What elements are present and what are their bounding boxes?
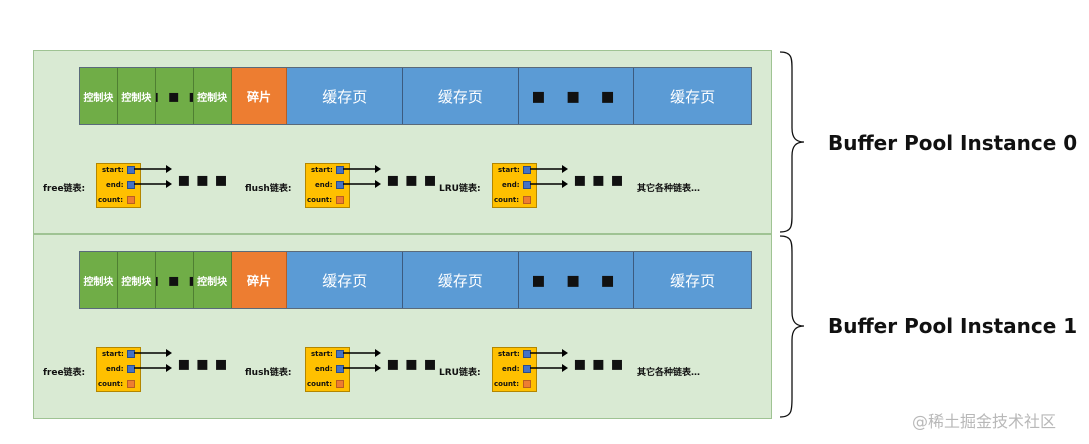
page-row: 控制块 控制块 ▪ ▪ ▪ 控制块 碎片 缓存页 缓存页 ▪ ▪ ▪ 缓存页 bbox=[79, 67, 752, 125]
pointer-arrows bbox=[530, 165, 568, 188]
field-start: start: bbox=[102, 166, 124, 174]
count-value bbox=[523, 380, 531, 388]
fragment-block: 碎片 bbox=[231, 252, 288, 308]
cache-page-ellipsis: ▪ ▪ ▪ bbox=[518, 252, 635, 308]
field-count: count: bbox=[494, 196, 520, 204]
start-pointer bbox=[523, 166, 531, 174]
brace-instance-0 bbox=[779, 51, 805, 233]
list-row: free链表: start: end: count: ▪▪▪ flush链表: … bbox=[34, 347, 771, 397]
end-pointer bbox=[336, 365, 344, 373]
cache-page: 缓存页 bbox=[403, 252, 519, 308]
buffer-pool-instance-0: 控制块 控制块 ▪ ▪ ▪ 控制块 碎片 缓存页 缓存页 ▪ ▪ ▪ 缓存页 f… bbox=[33, 50, 772, 234]
free-list-label: free链表: bbox=[43, 184, 86, 194]
start-pointer bbox=[127, 350, 135, 358]
pointer-arrows bbox=[134, 165, 172, 188]
control-block: 控制块 bbox=[193, 68, 232, 124]
brace-instance-1 bbox=[779, 235, 805, 418]
lru-list-label: LRU链表: bbox=[439, 184, 481, 194]
lru-list-base-node: start: end: count: bbox=[492, 163, 537, 208]
free-list-label: free链表: bbox=[43, 368, 86, 378]
field-count: count: bbox=[98, 380, 124, 388]
count-value bbox=[127, 380, 135, 388]
count-value bbox=[523, 196, 531, 204]
field-start: start: bbox=[498, 350, 520, 358]
flush-list-base-node: start: end: count: bbox=[305, 163, 350, 208]
buffer-pool-instance-1: 控制块 控制块 ▪ ▪ ▪ 控制块 碎片 缓存页 缓存页 ▪ ▪ ▪ 缓存页 f… bbox=[33, 234, 772, 419]
pointer-arrows bbox=[134, 349, 172, 372]
list-ellipsis: ▪▪▪ bbox=[386, 167, 442, 191]
cache-page: 缓存页 bbox=[403, 68, 519, 124]
fragment-block: 碎片 bbox=[231, 68, 288, 124]
field-start: start: bbox=[311, 350, 333, 358]
free-list-base-node: start: end: count: bbox=[96, 347, 141, 392]
count-value bbox=[336, 196, 344, 204]
field-end: end: bbox=[106, 181, 124, 189]
flush-list-label: flush链表: bbox=[245, 184, 292, 194]
field-end: end: bbox=[315, 181, 333, 189]
control-block-ellipsis: ▪ ▪ ▪ bbox=[155, 68, 194, 124]
cache-page-ellipsis: ▪ ▪ ▪ bbox=[518, 68, 635, 124]
field-end: end: bbox=[106, 365, 124, 373]
list-ellipsis: ▪▪▪ bbox=[573, 351, 629, 375]
field-end: end: bbox=[315, 365, 333, 373]
other-lists-label: 其它各种链表… bbox=[637, 368, 701, 378]
free-list-base-node: start: end: count: bbox=[96, 163, 141, 208]
field-start: start: bbox=[311, 166, 333, 174]
start-pointer bbox=[523, 350, 531, 358]
start-pointer bbox=[336, 166, 344, 174]
watermark: @稀土掘金技术社区 bbox=[912, 412, 1057, 431]
field-end: end: bbox=[502, 181, 520, 189]
pointer-arrows bbox=[343, 349, 381, 372]
list-ellipsis: ▪▪▪ bbox=[177, 351, 233, 375]
start-pointer bbox=[336, 350, 344, 358]
field-start: start: bbox=[498, 166, 520, 174]
end-pointer bbox=[523, 365, 531, 373]
control-block: 控制块 bbox=[80, 252, 118, 308]
control-block: 控制块 bbox=[117, 68, 156, 124]
instance-label-0: Buffer Pool Instance 0 bbox=[828, 131, 1078, 155]
field-count: count: bbox=[307, 196, 333, 204]
list-ellipsis: ▪▪▪ bbox=[177, 167, 233, 191]
list-row: free链表: start: end: count: ▪▪▪ flush链表: … bbox=[34, 163, 771, 213]
start-pointer bbox=[127, 166, 135, 174]
end-pointer bbox=[127, 181, 135, 189]
instance-label-1: Buffer Pool Instance 1 bbox=[828, 314, 1078, 338]
field-end: end: bbox=[502, 365, 520, 373]
field-count: count: bbox=[98, 196, 124, 204]
flush-list-base-node: start: end: count: bbox=[305, 347, 350, 392]
lru-list-base-node: start: end: count: bbox=[492, 347, 537, 392]
list-ellipsis: ▪▪▪ bbox=[386, 351, 442, 375]
lru-list-label: LRU链表: bbox=[439, 368, 481, 378]
list-ellipsis: ▪▪▪ bbox=[573, 167, 629, 191]
page-row: 控制块 控制块 ▪ ▪ ▪ 控制块 碎片 缓存页 缓存页 ▪ ▪ ▪ 缓存页 bbox=[79, 251, 752, 309]
field-count: count: bbox=[494, 380, 520, 388]
control-block-ellipsis: ▪ ▪ ▪ bbox=[155, 252, 194, 308]
field-count: count: bbox=[307, 380, 333, 388]
count-value bbox=[127, 196, 135, 204]
control-block: 控制块 bbox=[80, 68, 118, 124]
control-block: 控制块 bbox=[117, 252, 156, 308]
cache-page: 缓存页 bbox=[634, 252, 751, 308]
count-value bbox=[336, 380, 344, 388]
pointer-arrows bbox=[343, 165, 381, 188]
end-pointer bbox=[336, 181, 344, 189]
end-pointer bbox=[127, 365, 135, 373]
other-lists-label: 其它各种链表… bbox=[637, 184, 701, 194]
pointer-arrows bbox=[530, 349, 568, 372]
cache-page: 缓存页 bbox=[634, 68, 751, 124]
cache-page: 缓存页 bbox=[287, 252, 404, 308]
end-pointer bbox=[523, 181, 531, 189]
cache-page: 缓存页 bbox=[287, 68, 404, 124]
field-start: start: bbox=[102, 350, 124, 358]
control-block: 控制块 bbox=[193, 252, 232, 308]
flush-list-label: flush链表: bbox=[245, 368, 292, 378]
